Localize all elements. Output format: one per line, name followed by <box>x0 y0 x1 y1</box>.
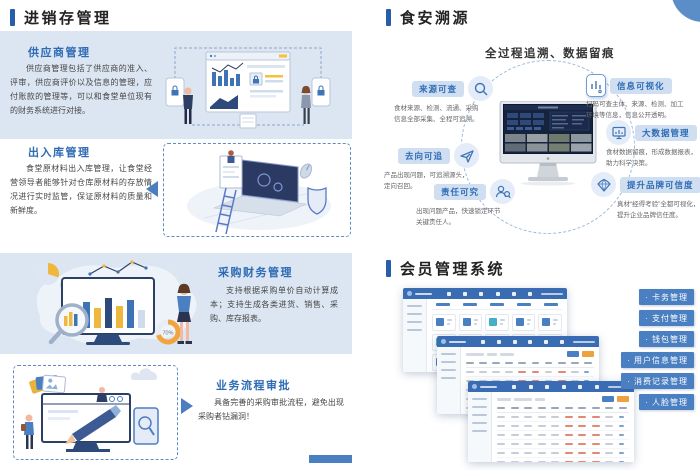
mini-card <box>511 313 536 331</box>
primary-button <box>602 396 614 402</box>
mini-card <box>485 313 509 331</box>
trace-node-brand: 提升品牌可信度 真材“经得考验”全都可视化， 提升企业品牌信任度。 <box>591 172 700 221</box>
trace-title-text: 食安溯源 <box>400 10 471 27</box>
warehouse-illustration-frame <box>163 143 351 237</box>
table-row <box>497 458 629 462</box>
secondary-button <box>582 351 594 357</box>
trace-node-brand-label: 提升品牌可信度 <box>620 176 700 193</box>
trace-node-brand-desc: 真材“经得考验”全都可视化， 提升企业品牌信任度。 <box>617 201 700 219</box>
member-feature-labels: · 卡务管理 · 支付管理 · 钱包管理 · 用户信息管理 · 消费记录管理 ·… <box>590 289 694 410</box>
mini-card <box>432 313 456 331</box>
member-feature-face: · 人脸管理 <box>639 394 694 410</box>
finance-heading: 采购财务管理 <box>218 267 293 279</box>
corner-circle-decoration <box>671 0 700 22</box>
screenshot-header <box>437 336 599 347</box>
trace-node-destination-desc: 产品出现问题，可追溯源头， 定向召回。 <box>384 172 469 190</box>
table-row <box>497 449 629 458</box>
trace-node-visualization: 信息可视化 扫码可查主体、来源、检测、加工 环境等信息，信息公开透明。 <box>586 74 684 121</box>
table-row <box>497 440 629 449</box>
supplier-heading: 供应商管理 <box>28 47 91 59</box>
left-column-title: 进销存管理 <box>10 7 112 28</box>
supplier-body: 供应商管理包括了供应商的准入、评审，供应商评价以及信息的管理，应付账款的管理等，… <box>10 64 152 115</box>
app-logo-icon <box>472 384 477 389</box>
member-feature-consumption: · 消费记录管理 <box>621 373 694 389</box>
trace-node-bigdata-label: 大数据管理 <box>635 124 697 141</box>
user-area <box>541 292 563 295</box>
table-row <box>497 431 629 440</box>
trace-node-bigdata: 大数据管理 食材数据留痕，形成数据报表， 助力科学决策。 <box>606 120 697 169</box>
table-header <box>497 406 629 413</box>
nav-icons <box>441 291 538 296</box>
bottom-strip-decoration <box>309 455 352 463</box>
app-logo-icon <box>407 291 412 296</box>
monitor-chart-icon <box>606 120 631 145</box>
magnifier-icon <box>468 76 494 101</box>
member-title: 会员管理系统 <box>386 258 505 279</box>
finance-analytics-illustration: 70% <box>36 260 197 345</box>
title-bar-decoration <box>386 260 391 277</box>
user-area <box>608 385 630 388</box>
approval-design-illustration <box>21 368 159 452</box>
member-feature-wallet: · 钱包管理 <box>639 331 694 347</box>
trace-subtitle: 全过程追溯、数据留痕 <box>485 48 615 60</box>
mini-card <box>458 313 483 331</box>
trace-node-responsibility-desc: 出现问题产品，快速锁定环节 关键责任人。 <box>416 208 501 226</box>
trace-node-responsibility-label: 责任可究 <box>434 183 487 200</box>
secondary-button <box>617 396 629 402</box>
bar-chart-icon <box>586 74 606 97</box>
sidebar-menu <box>403 299 427 372</box>
approval-body: 具备完善的采购审批流程，避免出现采购者钻漏洞！ <box>198 398 344 421</box>
trace-node-bigdata-desc: 食材数据留痕，形成数据报表， 助力科学决策。 <box>606 149 697 167</box>
title-bar-decoration <box>10 9 15 26</box>
trace-node-source: 来源可查 食材来源、检测、流通、采购 信息全部采集、全程可追溯。 <box>394 76 494 125</box>
finance-body: 支持根据采购单价自动计算成本；支持生成各类进货、销售、采购、库存报表。 <box>210 286 338 323</box>
warehouse-heading: 出入库管理 <box>28 147 91 159</box>
table-row <box>497 413 629 422</box>
paper-plane-icon <box>454 143 480 168</box>
trace-node-responsibility: 责任可究 出现问题产品，快速锁定环节 关键责任人。 <box>416 179 516 228</box>
trace-node-destination-label: 去向可追 <box>398 147 451 164</box>
app-logo-icon <box>441 339 446 344</box>
trace-node-visualization-desc: 扫码可查主体、来源、检测、加工 环境等信息，信息公开透明。 <box>586 101 684 119</box>
nav-icons <box>506 384 605 389</box>
diamond-icon <box>591 172 616 197</box>
person-search-icon <box>490 179 516 204</box>
screenshot-header <box>468 381 634 392</box>
table-header <box>466 361 594 368</box>
kitchen-monitor-illustration <box>499 101 597 186</box>
warehouse-body: 食堂原材料出入库管理，让食堂经营领导者能够针对仓库原材料的存放情况进行实时监管，… <box>10 164 152 215</box>
approval-heading: 业务流程审批 <box>216 380 291 392</box>
primary-button <box>567 351 579 357</box>
member-feature-card: · 卡务管理 <box>639 289 694 305</box>
table-rows <box>497 413 629 462</box>
warehouse-security-illustration <box>187 150 331 235</box>
card-column-headers <box>432 303 562 310</box>
table-toolbar <box>497 396 629 402</box>
left-title-text: 进销存管理 <box>24 10 112 27</box>
donut-percent-label: 70% <box>162 331 173 337</box>
table-row <box>466 368 594 377</box>
table-row <box>497 422 629 431</box>
mini-card <box>538 313 562 331</box>
trace-node-visualization-label: 信息可视化 <box>610 77 672 94</box>
title-bar-decoration <box>386 9 391 26</box>
member-title-text: 会员管理系统 <box>400 261 506 278</box>
arrow-right-icon <box>181 398 193 414</box>
trace-node-source-desc: 食材来源、检测、流通、采购 信息全部采集、全程可追溯。 <box>394 105 479 123</box>
sidebar-menu <box>468 392 492 462</box>
trace-node-source-label: 来源可查 <box>412 80 465 97</box>
screenshot-header <box>403 288 567 299</box>
nav-icons <box>475 339 570 344</box>
sidebar-menu <box>437 347 461 414</box>
arrow-left-icon <box>146 181 158 197</box>
member-feature-payment: · 支付管理 <box>639 310 694 326</box>
table-toolbar <box>466 351 594 357</box>
member-feature-userinfo: · 用户信息管理 <box>621 352 694 368</box>
user-area <box>573 340 595 343</box>
approval-illustration-frame <box>13 365 178 460</box>
trace-title: 食安溯源 <box>386 7 470 28</box>
supplier-network-illustration <box>165 47 331 129</box>
member-admin-screenshot-table-2 <box>468 381 634 462</box>
trace-node-destination: 去向可追 产品出现问题，可追溯源头， 定向召回。 <box>384 143 480 192</box>
